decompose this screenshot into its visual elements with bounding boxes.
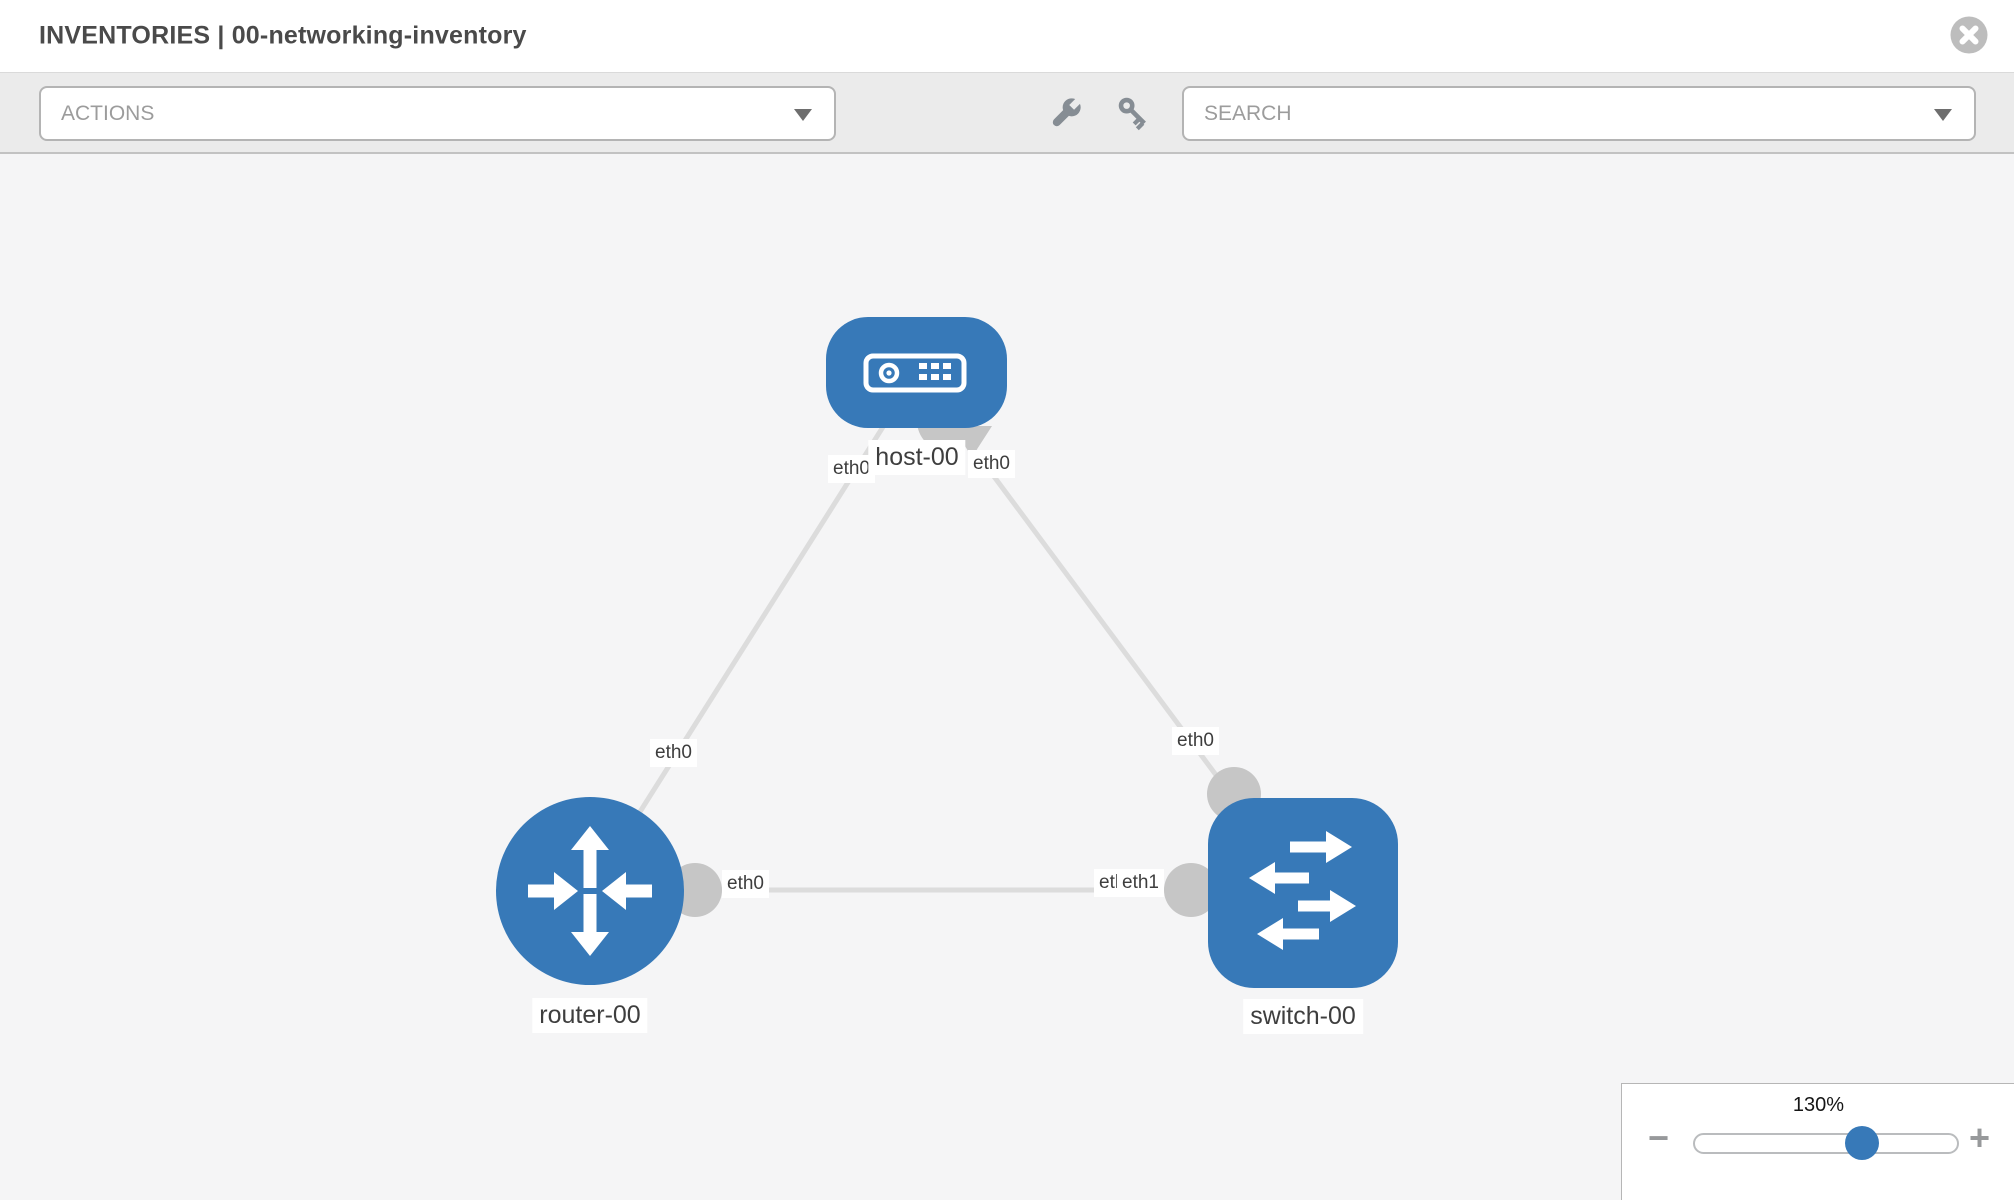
zoom-panel: 130% − +	[1621, 1083, 2014, 1200]
close-icon	[1950, 16, 1988, 54]
actions-dropdown-label: ACTIONS	[61, 101, 155, 125]
zoom-in-button[interactable]: +	[1969, 1117, 1991, 1158]
zoom-out-button[interactable]: −	[1648, 1117, 1670, 1158]
search-dropdown-label: SEARCH	[1204, 101, 1292, 125]
node-router-00[interactable]	[496, 797, 684, 985]
node-label-switch-00: switch-00	[1243, 999, 1363, 1034]
configure-button[interactable]	[1049, 96, 1083, 131]
toolbar: ACTIONS SEARC	[0, 73, 2014, 154]
topology-graph	[496, 317, 1398, 988]
switch-icon	[1249, 831, 1356, 950]
interface-label: eth0	[968, 450, 1015, 478]
interface-label: eth1	[1117, 869, 1164, 897]
interface-label: eth0	[828, 455, 875, 483]
chevron-down-icon	[1934, 108, 1952, 121]
credentials-button[interactable]	[1117, 97, 1151, 131]
zoom-slider-handle[interactable]	[1845, 1126, 1879, 1160]
port-host-wedge	[952, 426, 992, 457]
page-title: INVENTORIES | 00-networking-inventory	[39, 21, 527, 50]
topology-canvas[interactable]: eth0 eth0 eth0 eth0 eth0 eth0 eth1 host-…	[0, 154, 2014, 1200]
chevron-down-icon	[794, 108, 812, 121]
node-host-00[interactable]	[826, 317, 1007, 428]
zoom-slider-track[interactable]	[1693, 1126, 1959, 1160]
port-switch-eth1[interactable]	[1164, 863, 1218, 917]
router-icon	[528, 826, 652, 956]
node-switch-00[interactable]	[1208, 798, 1398, 988]
interface-label: eth0	[1172, 727, 1219, 755]
close-button[interactable]	[1950, 16, 1988, 54]
actions-dropdown[interactable]: ACTIONS	[39, 86, 836, 141]
node-label-router-00: router-00	[532, 998, 648, 1033]
wrench-icon	[1052, 96, 1083, 127]
zoom-level: 130%	[1792, 1094, 1845, 1116]
interface-label: eth0	[722, 870, 769, 898]
key-icon	[1118, 97, 1146, 131]
header: INVENTORIES | 00-networking-inventory	[0, 0, 2014, 73]
node-label-host-00: host-00	[868, 440, 966, 475]
search-dropdown[interactable]: SEARCH	[1182, 86, 1976, 141]
host-icon	[863, 353, 967, 393]
interface-label: eth0	[650, 739, 697, 767]
